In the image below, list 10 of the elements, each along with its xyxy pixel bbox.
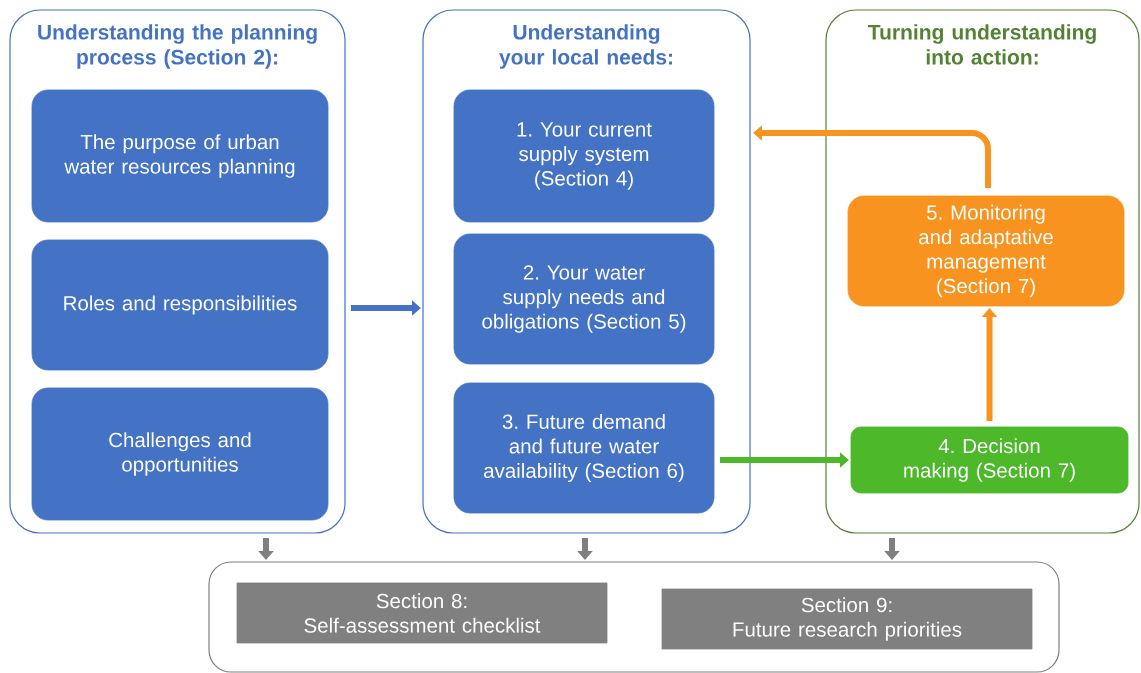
topic-box: 4. Decision making (Section 7): [850, 426, 1129, 494]
topic-box: Roles and responsibilities: [31, 239, 329, 371]
topic-box: 1. Your current supply system (Section 4): [453, 89, 715, 223]
topic-box: Challenges and opportunities: [31, 387, 329, 521]
topic-box: 3. Future demand and future water availability (Section 6): [453, 382, 715, 514]
topic-box: 5. Monitoring and adaptative management (Section 7): [847, 195, 1125, 307]
section-box: Section 8: Self-assessment checklist: [236, 582, 608, 644]
topic-box: The purpose of urban water resources planning: [31, 89, 329, 223]
section-box: Section 9: Future research priorities: [661, 588, 1033, 650]
topic-box: 2. Your water supply needs and obligations (Section 5): [453, 233, 715, 365]
